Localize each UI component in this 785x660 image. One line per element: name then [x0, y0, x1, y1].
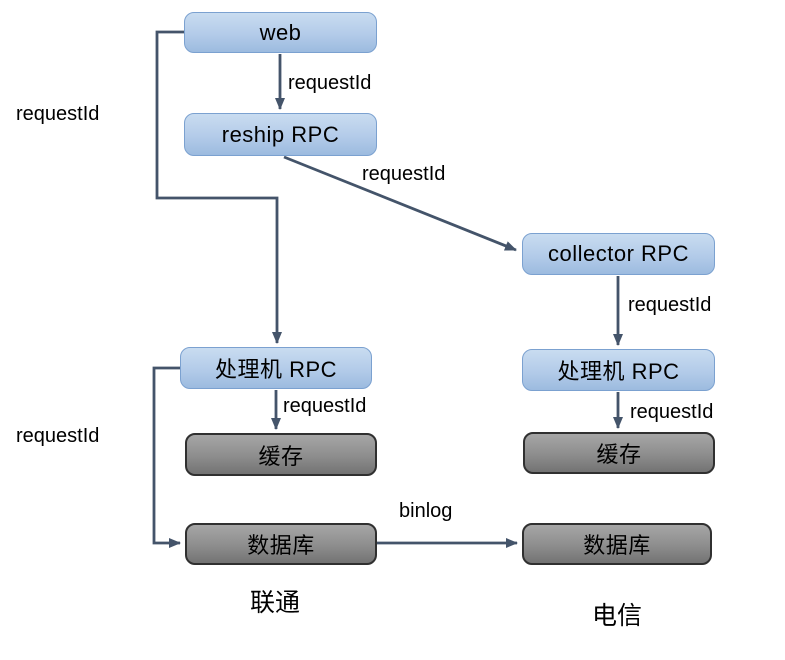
node-cache-right-label: 缓存 — [596, 442, 642, 467]
node-web-label: web — [259, 19, 302, 45]
node-reship-rpc: reship RPC — [184, 113, 377, 156]
edge-label-processor-left-to-db-left: requestId — [16, 425, 100, 447]
node-processor-rpc-right-label: 处理机 RPC — [557, 359, 680, 384]
node-processor-rpc-left: 处理机 RPC — [180, 347, 372, 389]
node-collector-rpc: collector RPC — [522, 233, 715, 275]
edge-label-processor-right-to-cache-right: requestId — [630, 401, 714, 423]
node-database-left-label: 数据库 — [247, 533, 315, 558]
node-collector-rpc-label: collector RPC — [548, 241, 689, 266]
node-processor-rpc-left-label: 处理机 RPC — [214, 357, 338, 382]
node-database-right: 数据库 — [522, 523, 712, 565]
edge-label-web-to-reship: requestId — [288, 72, 372, 94]
node-cache-right: 缓存 — [523, 432, 715, 474]
region-label-unicom: 联通 — [250, 590, 301, 617]
edge-web-to-processor-left-arrow — [155, 30, 282, 344]
edge-processor-left-to-db-left-arrow — [152, 366, 181, 548]
node-reship-rpc-label: reship RPC — [221, 121, 340, 147]
node-database-left: 数据库 — [185, 523, 377, 565]
edge-label-web-to-processor-left: requestId — [16, 103, 100, 125]
edge-label-reship-to-collector: requestId — [362, 163, 446, 185]
edge-label-db-left-to-db-right: binlog — [399, 500, 453, 522]
region-label-telecom: 电信 — [592, 603, 643, 630]
node-cache-left-label: 缓存 — [258, 443, 304, 469]
node-processor-rpc-right: 处理机 RPC — [522, 349, 715, 391]
node-database-right-label: 数据库 — [583, 533, 651, 558]
node-web: web — [184, 12, 377, 53]
node-cache-left: 缓存 — [185, 433, 377, 476]
edge-label-processor-left-to-cache-left: requestId — [283, 395, 367, 417]
edge-label-collector-to-processor-right: requestId — [628, 294, 712, 316]
edge-reship-to-collector-arrow — [283, 155, 517, 252]
